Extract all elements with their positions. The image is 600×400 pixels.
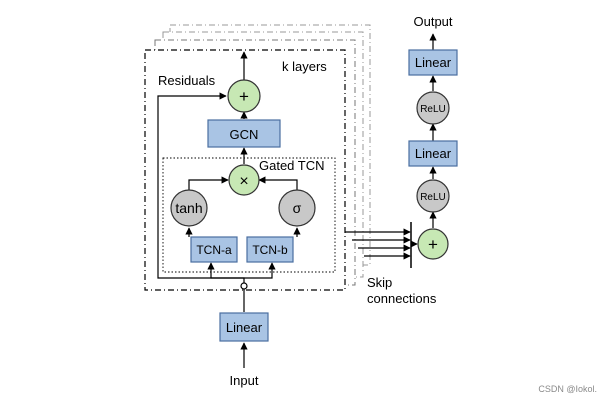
- tanh-node: tanh: [170, 189, 208, 227]
- connection-lines: [157, 33, 437, 368]
- linear-mid-label: Linear: [415, 146, 452, 161]
- relu-upper-node: ReLU: [416, 91, 450, 125]
- arrow-sigma-to-multiply: [258, 176, 298, 190]
- skip-connections-label-line1: Skip: [367, 275, 392, 290]
- tcn-b-block: TCN-b: [246, 236, 294, 263]
- sigma-node: σ: [278, 189, 316, 227]
- gated-tcn-label: Gated TCN: [259, 158, 325, 173]
- multiply-symbol: ×: [239, 173, 248, 190]
- relu-lower-label: ReLU: [420, 192, 446, 203]
- linear-mid-block: Linear: [408, 140, 458, 167]
- skip-add-node: +: [417, 228, 449, 260]
- linear-input-label: Linear: [226, 320, 263, 335]
- linear-top-label: Linear: [415, 55, 452, 70]
- input-label: Input: [230, 373, 259, 388]
- tcn-a-block: TCN-a: [190, 236, 238, 263]
- tcn-b-label: TCN-b: [252, 243, 288, 257]
- gated-tcn-box: [162, 157, 336, 273]
- split-junction-node: [240, 282, 248, 290]
- residual-add-symbol: +: [239, 87, 249, 106]
- skip-add-symbol: +: [428, 235, 438, 254]
- residuals-label: Residuals: [158, 73, 216, 88]
- arrow-tanh-to-multiply: [188, 176, 229, 190]
- gcn-block: GCN: [207, 119, 281, 148]
- relu-lower-node: ReLU: [416, 179, 450, 213]
- watermark: CSDN @Iokol.: [538, 384, 597, 394]
- arrow-split-to-tcn-b: [244, 262, 276, 279]
- tcn-a-label: TCN-a: [196, 243, 232, 257]
- sigma-label: σ: [293, 200, 302, 216]
- k-layers-label: k layers: [282, 59, 327, 74]
- skip-connections-label-line2: connections: [367, 291, 437, 306]
- relu-upper-label: ReLU: [420, 104, 446, 115]
- tanh-label: tanh: [175, 200, 202, 216]
- residual-add-node: +: [227, 79, 261, 113]
- gcn-label: GCN: [230, 127, 259, 142]
- gate-multiply-node: ×: [228, 164, 260, 196]
- output-label: Output: [413, 14, 452, 29]
- arrow-residual-connection: [157, 92, 244, 279]
- linear-input-block: Linear: [219, 312, 269, 342]
- linear-top-block: Linear: [408, 49, 458, 76]
